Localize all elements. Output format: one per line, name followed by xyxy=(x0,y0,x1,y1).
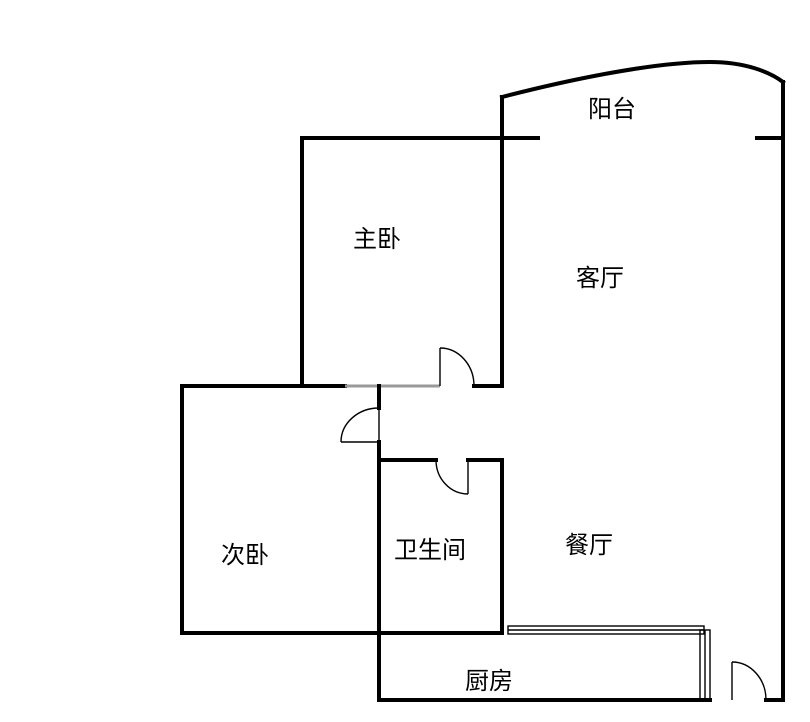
second-bedroom-door[interactable] xyxy=(340,407,380,443)
kitchen-glass-partition xyxy=(507,625,711,701)
master-bedroom-door[interactable] xyxy=(439,347,475,387)
living-room-label: 客厅 xyxy=(576,264,624,292)
bathroom-door[interactable] xyxy=(435,459,469,495)
balcony-curve xyxy=(499,59,786,100)
kitchen-label: 厨房 xyxy=(465,667,513,695)
kitchen-door[interactable] xyxy=(731,661,767,701)
dining-room-label: 餐厅 xyxy=(565,531,613,559)
balcony-label: 阳台 xyxy=(588,95,636,123)
second-bedroom-label: 次卧 xyxy=(221,541,269,569)
master-bedroom-label: 主卧 xyxy=(353,225,401,253)
bathroom-label: 卫生间 xyxy=(394,536,466,564)
